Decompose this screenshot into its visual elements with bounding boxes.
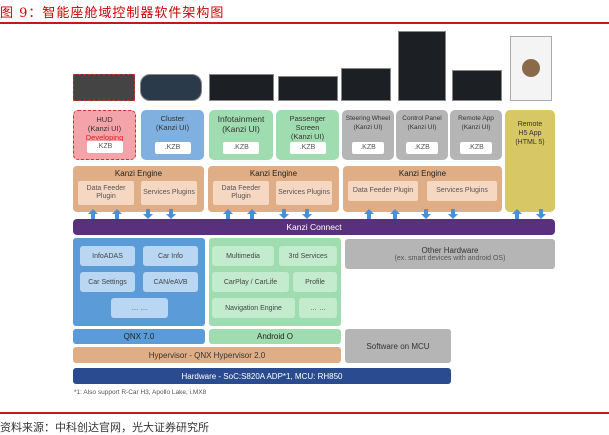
remote-app-screenshot xyxy=(452,70,502,101)
title-rule xyxy=(0,22,609,24)
arrow-down-icon xyxy=(143,209,153,219)
app-sub: (Kanzi UI) xyxy=(87,124,122,133)
app-card-remote-app: Remote App(Kanzi UI).KZB xyxy=(450,110,502,160)
arrow-down-icon xyxy=(166,209,176,219)
kzb-label: .KZB xyxy=(223,142,259,154)
arrow-down-icon xyxy=(279,209,289,219)
infotainment-screenshot xyxy=(209,74,274,101)
app-card-hud: HUD(Kanzi UI) Developing .KZB xyxy=(73,110,136,160)
service-more: … … xyxy=(299,298,337,318)
cluster-screenshot xyxy=(140,74,202,101)
android-os-bar: Android O xyxy=(209,329,341,344)
app-card-h5: Remote H5 App(HTML 5) xyxy=(505,110,555,212)
services-plugin: Services Plugins xyxy=(276,181,332,205)
arrow-up-icon xyxy=(247,209,257,219)
service-profile: Profile xyxy=(293,272,337,292)
service-car-settings: Car Settings xyxy=(80,272,135,292)
qnx-os-bar: QNX 7.0 xyxy=(73,329,205,344)
services-plugin: Services Plugins xyxy=(427,181,497,201)
figure-title: 图 9：智能座舱域控制器软件架构图 xyxy=(0,6,225,21)
kanzi-connect-bar: Kanzi Connect xyxy=(73,219,555,235)
kanzi-engine-3: Kanzi Engine Data Feeder Plugin Services… xyxy=(343,166,502,212)
app-status: Developing xyxy=(85,133,124,142)
passenger-screenshot xyxy=(278,76,338,101)
service-carplay: CarPlay / CarLife xyxy=(212,272,289,292)
arrow-down-icon xyxy=(421,209,431,219)
service-3rd: 3rd Services xyxy=(279,246,337,266)
mcu-software-box: Software on MCU xyxy=(345,329,451,363)
service-multimedia: Multimedia xyxy=(212,246,274,266)
service-infoadas: InfoADAS xyxy=(80,246,135,266)
hud-screenshot xyxy=(73,74,135,101)
hypervisor-bar: Hypervisor - QNX Hypervisor 2.0 xyxy=(73,347,341,363)
app-card-infotainment: Infotainment(Kanzi UI).KZB xyxy=(209,110,273,160)
app-card-steering: Steering Wheel(Kanzi UI).KZB xyxy=(342,110,394,160)
app-name: HUD xyxy=(96,115,113,124)
kanzi-engine-1: Kanzi Engine Data Feeder Plugin Services… xyxy=(73,166,204,212)
kzb-label: .KZB xyxy=(460,142,492,154)
footnote: *1: Also support R-Car H3, Apollo Lake, … xyxy=(74,389,207,396)
kzb-label: .KZB xyxy=(86,141,123,153)
kzb-label: .KZB xyxy=(352,142,384,154)
arrow-up-icon xyxy=(88,209,98,219)
service-can-eavb: CAN/eAVB xyxy=(143,272,198,292)
arrow-up-icon xyxy=(112,209,122,219)
kzb-label: .KZB xyxy=(289,142,326,154)
arrow-down-icon xyxy=(448,209,458,219)
control-panel-screenshot xyxy=(398,31,446,101)
arrow-up-icon xyxy=(512,209,522,219)
arrow-up-icon xyxy=(390,209,400,219)
h5-app-screenshot xyxy=(510,36,552,101)
kzb-label: .KZB xyxy=(406,142,438,154)
data-feeder-plugin: Data Feeder Plugin xyxy=(348,181,418,201)
steering-wheel-screenshot xyxy=(341,68,391,101)
services-plugin: Services Plugins xyxy=(141,181,197,205)
other-hardware-box: Other Hardware(ex. smart devices with an… xyxy=(345,239,555,269)
service-more: … … xyxy=(111,298,168,318)
kanzi-engine-2: Kanzi Engine Data Feeder Plugin Services… xyxy=(208,166,339,212)
arrow-down-icon xyxy=(302,209,312,219)
hardware-bar: Hardware - SoC:S820A ADP*1, MCU: RH850 xyxy=(73,368,451,384)
arrow-up-icon xyxy=(223,209,233,219)
service-navigation: Navigation Engine xyxy=(212,298,295,318)
data-feeder-plugin: Data Feeder Plugin xyxy=(78,181,134,205)
qnx-services-panel: InfoADAS Car Info Car Settings CAN/eAVB … xyxy=(73,238,205,326)
arrow-up-icon xyxy=(364,209,374,219)
arrow-down-icon xyxy=(536,209,546,219)
service-car-info: Car Info xyxy=(143,246,198,266)
app-card-cluster: Cluster(Kanzi UI).KZB xyxy=(141,110,204,160)
app-card-passenger: Passenger Screen(Kanzi UI).KZB xyxy=(276,110,339,160)
app-card-control-panel: Control Panel(Kanzi UI).KZB xyxy=(396,110,448,160)
data-feeder-plugin: Data Feeder Plugin xyxy=(213,181,269,205)
source-note: 资料来源：中科创达官网，光大证券研究所 xyxy=(0,422,209,434)
footer-rule xyxy=(0,412,609,414)
kzb-label: .KZB xyxy=(154,142,191,154)
android-services-panel: Multimedia 3rd Services CarPlay / CarLif… xyxy=(209,238,341,326)
